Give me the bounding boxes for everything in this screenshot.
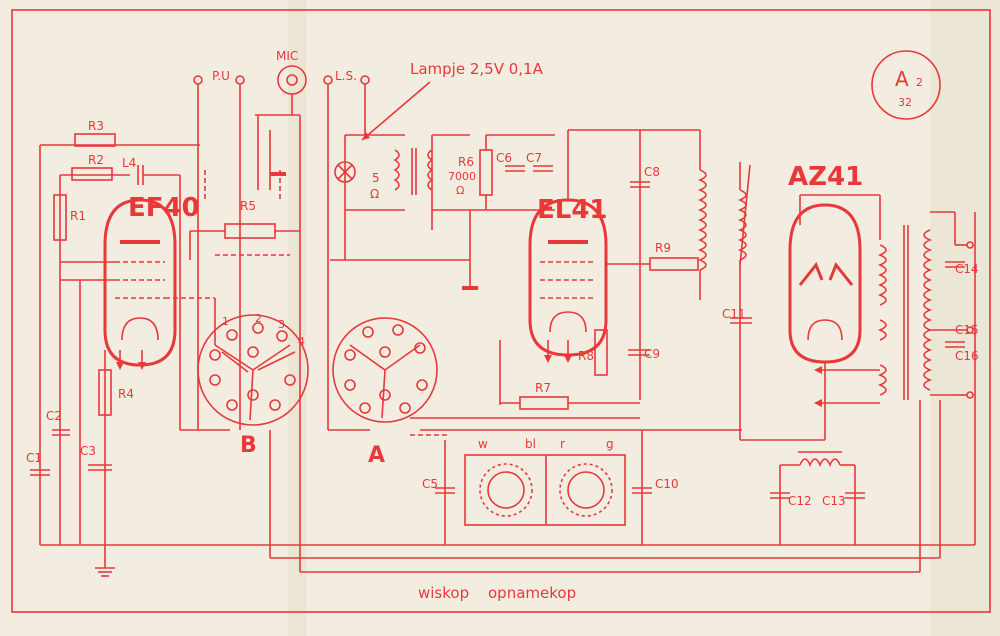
r2-label: R2 — [88, 153, 104, 167]
switch-b: 1 2 3 4 B — [180, 298, 309, 458]
sw-b-4: 4 — [298, 335, 305, 348]
c11-label: C11 — [722, 307, 746, 321]
mic-connector: MIC — [276, 49, 307, 115]
tape-heads: w bl r g C5 C10 — [410, 430, 679, 545]
pu-label: P.U — [212, 69, 230, 83]
c5-label: C5 — [422, 477, 438, 491]
r4-label: R4 — [118, 387, 134, 401]
c2-label: C2 — [46, 409, 62, 423]
reference-badge: A 2 32 — [871, 50, 941, 120]
ref-num1: 2 — [916, 76, 923, 89]
c9-label: C9 — [644, 347, 660, 361]
switch-a: A — [328, 317, 438, 468]
c6-label: C6 — [496, 151, 512, 165]
bus-wires — [130, 210, 976, 573]
ef40-stage: R3 R2 L4 R1 EF40 R4 C1 — [26, 119, 215, 577]
r9-label: R9 — [655, 241, 671, 255]
c3-label: C3 — [80, 444, 96, 458]
r6-val: 7000 — [448, 170, 476, 183]
outer-frame — [11, 9, 991, 613]
c10-label: C10 — [655, 477, 679, 491]
coil-w-label: w — [478, 437, 488, 451]
sw-b-1: 1 — [222, 315, 229, 328]
el41-stage: EL41 R8 C8 R9 C9 — [499, 129, 752, 440]
lamp-label: Lampje 2,5V 0,1A — [410, 60, 544, 78]
ls-label: L.S. — [335, 69, 357, 83]
coil-g-label: g — [606, 437, 614, 451]
r8-label: R8 — [578, 349, 594, 363]
coil-r-label: r — [560, 437, 565, 451]
c12-label: C12 — [788, 494, 812, 508]
c1-label: C1 — [26, 451, 42, 465]
c13-label: C13 — [822, 494, 846, 508]
l4-label: L4 — [122, 156, 136, 170]
r5-label: R5 — [240, 199, 256, 213]
c16-label: C16 — [955, 349, 979, 363]
opnamekop-label: opnamekop — [488, 584, 576, 602]
sw-b-2: 2 — [255, 312, 262, 325]
c7-label: C7 — [526, 151, 542, 165]
r7-label: R7 — [535, 381, 551, 395]
switch-b-label: B — [240, 433, 257, 458]
output-transformer-section: 5 Ω R6 7000 Ω C6 C7 — [334, 84, 555, 290]
az41-label: AZ41 — [788, 162, 863, 192]
lamp-res-label: 5 — [372, 171, 380, 185]
c15-label: C15 — [955, 323, 979, 337]
r6-label: R6 — [458, 155, 474, 169]
ef40-label: EF40 — [128, 193, 200, 223]
sw-b-3: 3 — [278, 318, 285, 331]
ref-num2: 32 — [898, 96, 912, 109]
ref-letter: A — [895, 67, 909, 91]
r3-label: R3 — [88, 119, 104, 133]
r1-label: R1 — [70, 209, 86, 223]
mic-label: MIC — [276, 49, 298, 63]
az41-stage: AZ41 C14 C15 C16 — [740, 162, 979, 545]
wiskop-label: wiskop — [418, 584, 469, 602]
r6-unit: Ω — [456, 184, 464, 197]
c14-label: C14 — [955, 262, 979, 276]
r5-section: R5 — [189, 114, 301, 300]
el41-label: EL41 — [537, 195, 608, 225]
coil-bl-label: bl — [525, 437, 536, 451]
c8-label: C8 — [644, 165, 660, 179]
lamp-res-unit: Ω — [370, 187, 379, 201]
switch-a-label: A — [368, 443, 385, 468]
